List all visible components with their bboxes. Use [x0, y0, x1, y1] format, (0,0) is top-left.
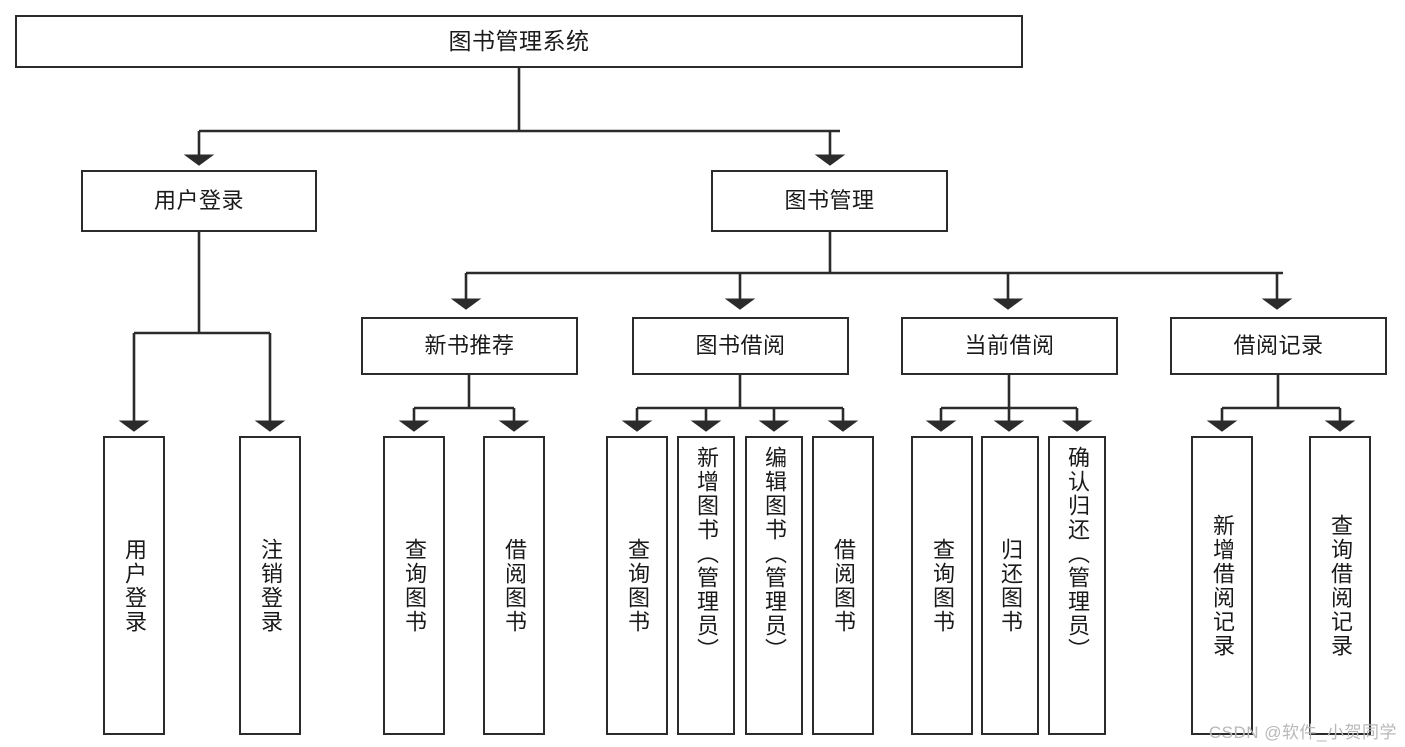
- leaf-borrow-edit-book-admin[interactable]: 编辑图书（管理员）: [745, 436, 803, 735]
- node-label: 图书管理: [784, 187, 875, 213]
- node-label: 用户登录: [122, 537, 147, 634]
- node-root-system[interactable]: 图书管理系统: [15, 15, 1023, 68]
- node-label: 用户登录: [153, 187, 244, 213]
- leaf-user-logout[interactable]: 注销登录: [239, 436, 301, 735]
- node-label: 当前借阅: [964, 332, 1055, 358]
- leaf-record-add-record[interactable]: 新增借阅记录: [1191, 436, 1253, 735]
- leaf-recommend-borrow-book[interactable]: 借阅图书: [483, 436, 545, 735]
- node-current-borrow[interactable]: 当前借阅: [901, 317, 1118, 375]
- node-label: 注销登录: [258, 537, 283, 634]
- node-user-login[interactable]: 用户登录: [81, 170, 317, 232]
- node-label: 查询图书: [930, 537, 955, 634]
- node-new-book-recommend[interactable]: 新书推荐: [361, 317, 578, 375]
- node-label: 借阅图书: [502, 537, 527, 634]
- node-label: 借阅图书: [831, 537, 856, 634]
- node-label: 查询图书: [625, 537, 650, 634]
- leaf-user-login[interactable]: 用户登录: [103, 436, 165, 735]
- node-label: 借阅记录: [1233, 332, 1324, 358]
- leaf-current-confirm-return-admin[interactable]: 确认归还（管理员）: [1048, 436, 1106, 735]
- leaf-borrow-query-book[interactable]: 查询图书: [606, 436, 668, 735]
- leaf-current-return-book[interactable]: 归还图书: [981, 436, 1039, 735]
- node-label: 图书管理系统: [448, 27, 590, 54]
- node-label: 确认归还（管理员）: [1065, 446, 1090, 662]
- node-label: 新增借阅记录: [1210, 513, 1235, 658]
- node-label: 编辑图书（管理员）: [762, 446, 787, 662]
- leaf-record-query-record[interactable]: 查询借阅记录: [1309, 436, 1371, 735]
- leaf-borrow-add-book-admin[interactable]: 新增图书（管理员）: [677, 436, 735, 735]
- leaf-current-query-book[interactable]: 查询图书: [911, 436, 973, 735]
- node-book-borrow[interactable]: 图书借阅: [632, 317, 849, 375]
- node-label: 新书推荐: [424, 332, 515, 358]
- node-borrow-record[interactable]: 借阅记录: [1170, 317, 1387, 375]
- node-label: 图书借阅: [695, 332, 786, 358]
- node-label: 归还图书: [998, 537, 1023, 634]
- node-book-management[interactable]: 图书管理: [711, 170, 948, 232]
- leaf-borrow-borrow-book[interactable]: 借阅图书: [812, 436, 874, 735]
- leaf-recommend-query-book[interactable]: 查询图书: [383, 436, 445, 735]
- node-label: 新增图书（管理员）: [694, 446, 719, 662]
- csdn-watermark: CSDN @软件_小贺同学: [1208, 723, 1397, 742]
- node-label: 查询借阅记录: [1328, 513, 1353, 658]
- node-label: 查询图书: [402, 537, 427, 634]
